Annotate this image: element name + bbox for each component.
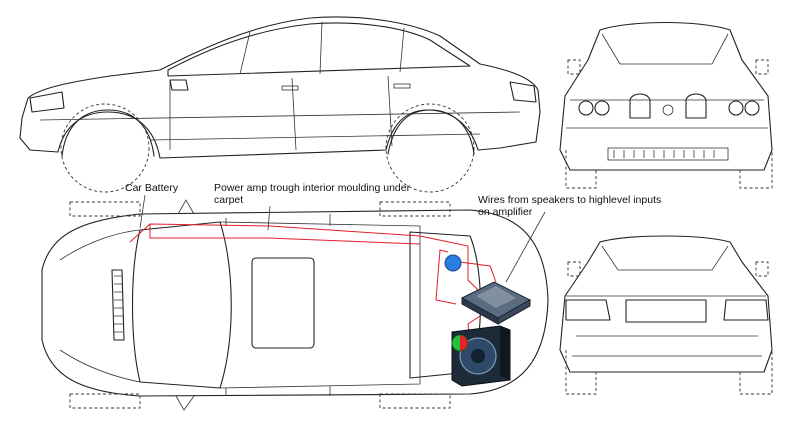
wiring bbox=[129, 223, 497, 349]
power-amp-label-line2: carpet bbox=[214, 194, 244, 206]
speaker-wire bbox=[435, 249, 497, 305]
car-battery-label: Car Battery bbox=[125, 182, 179, 194]
front-view bbox=[559, 21, 773, 189]
speaker-wires-label-line2: on amplifier bbox=[478, 206, 533, 218]
sub-connector-icon bbox=[451, 334, 469, 352]
speaker-wires-label: Wires from speakers to highlevel inputs bbox=[478, 194, 662, 206]
speaker-icon bbox=[444, 254, 462, 272]
wire-return bbox=[149, 224, 421, 245]
amplifier-icon bbox=[460, 281, 532, 325]
audio-components bbox=[444, 254, 532, 387]
power-amp-label: Power amp trough interior moulding under bbox=[214, 182, 411, 194]
side-view bbox=[19, 16, 541, 193]
label-leaders bbox=[139, 194, 546, 283]
rear-view bbox=[559, 235, 773, 395]
